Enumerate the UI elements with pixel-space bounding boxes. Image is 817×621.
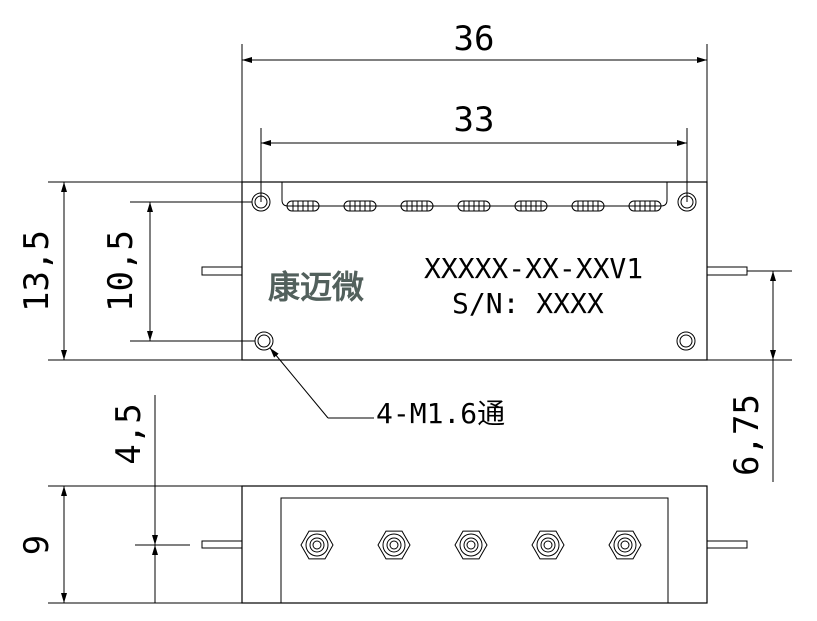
tuning-slot xyxy=(343,200,377,212)
dim-label-4-5: 4,5 xyxy=(109,403,149,464)
tuning-slot xyxy=(286,200,320,212)
dim-label-36: 36 xyxy=(454,19,495,59)
dim-hole-spacing-height: 10,5 xyxy=(101,201,255,342)
tuning-screw xyxy=(300,530,334,560)
hole-callout: 4-M1.6通 xyxy=(269,347,505,430)
hole-callout-label: 4-M1.6通 xyxy=(376,397,505,430)
top-view: 康迈微 XXXXX-XX-XXV1 S/N: XXXX xyxy=(201,181,748,361)
tuning-screw xyxy=(608,530,642,560)
dim-overall-height: 13,5 xyxy=(17,181,242,361)
front-view-cover xyxy=(280,497,669,604)
left-pin xyxy=(201,266,243,276)
tuning-slot xyxy=(400,200,434,212)
dim-label-6-75: 6,75 xyxy=(727,394,767,476)
tuning-screws xyxy=(300,530,642,560)
dim-label-9: 9 xyxy=(17,535,57,555)
tuning-screw xyxy=(377,530,411,560)
front-left-pin xyxy=(201,540,243,549)
dim-pin-offset-top: 4,5 xyxy=(109,395,190,603)
tuning-screw xyxy=(531,530,565,560)
dim-label-13-5: 13,5 xyxy=(17,230,57,312)
mount-hole xyxy=(676,331,696,351)
front-view xyxy=(201,485,748,604)
logo-text: 康迈微 xyxy=(268,268,364,306)
tuning-slots xyxy=(286,200,662,212)
tuning-slot xyxy=(457,200,491,212)
dim-hole-spacing-width: 33 xyxy=(260,100,688,202)
tuning-screw xyxy=(454,530,488,560)
tuning-slot xyxy=(571,200,605,212)
serial-number: S/N: XXXX xyxy=(452,287,604,320)
dim-overall-width: 36 xyxy=(241,19,708,182)
dim-pin-offset-right: 6,75 xyxy=(707,270,792,482)
right-pin xyxy=(706,266,748,276)
part-number: XXXXX-XX-XXV1 xyxy=(424,252,643,285)
tuning-slot xyxy=(514,200,548,212)
dim-body-depth: 9 xyxy=(17,485,242,604)
dim-label-10-5: 10,5 xyxy=(101,230,141,312)
dim-label-33: 33 xyxy=(454,100,495,140)
tuning-slot xyxy=(628,200,662,212)
front-right-pin xyxy=(706,540,748,549)
